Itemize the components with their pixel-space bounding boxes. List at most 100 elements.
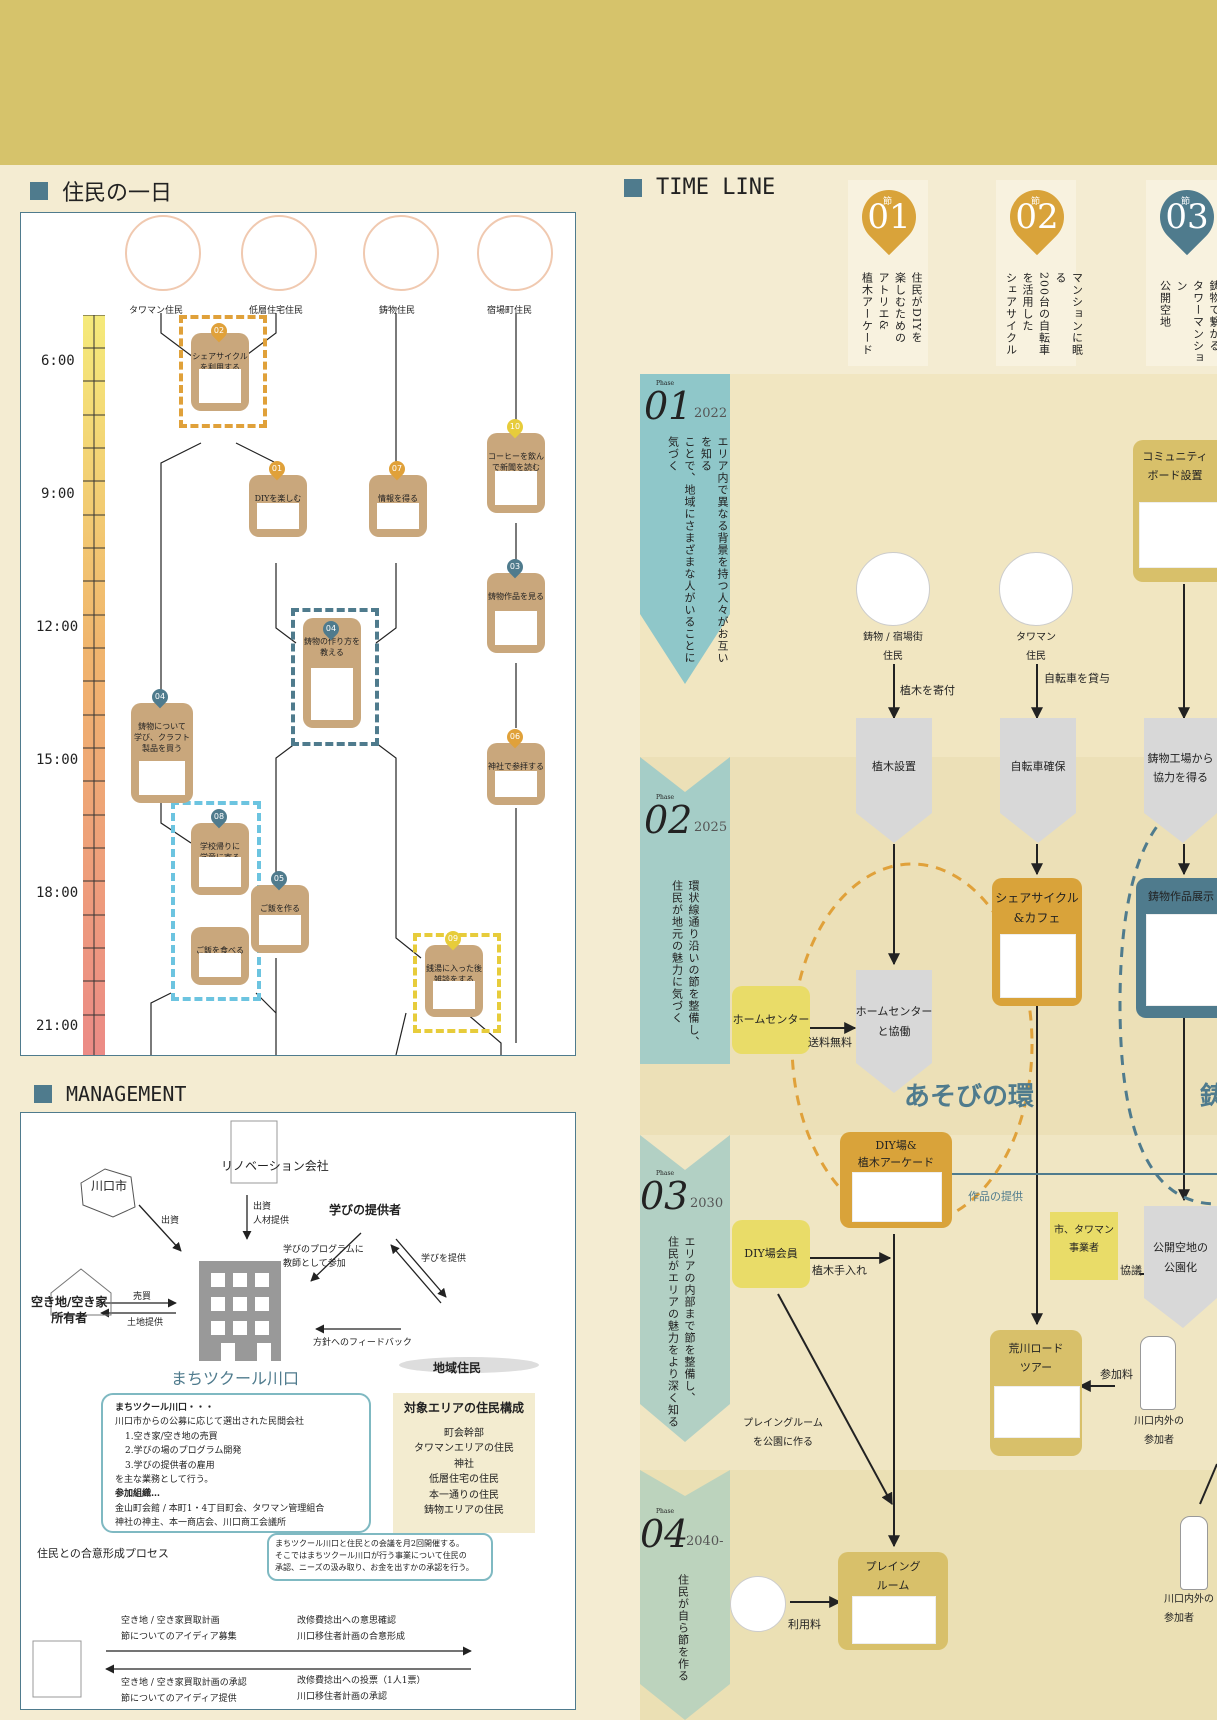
phase-number: 02 <box>644 798 693 842</box>
person-label: 鋳物 / 宿場街 住民 <box>863 632 923 662</box>
phase-row-bg <box>640 757 1217 1135</box>
avatar-tower-resident <box>125 215 201 291</box>
activity-card: 鋳物作品を見る <box>487 573 545 653</box>
gray-chevrons <box>856 718 1217 1328</box>
phase-word: Phase <box>656 794 675 801</box>
community-board-illustration <box>1139 502 1217 568</box>
time-label: 6:00 <box>41 353 75 369</box>
activity-illustration <box>495 471 537 505</box>
org-line: 神社の神主、本一商店会、川口商工会議所 <box>115 1518 287 1529</box>
phase-text: 環状線通り沿いの節を整備し、 住民が地元の魅力に気づく <box>670 880 701 1048</box>
activity-illustration <box>311 668 353 720</box>
org-title: 参加組織… <box>115 1489 161 1500</box>
activity-card: 鋳物について 学び、クラフト 製品を買う <box>131 703 193 803</box>
resident-label: タワマン住民 <box>129 306 184 316</box>
time-label: 18:00 <box>36 885 79 901</box>
management-arrows <box>32 1120 539 1698</box>
owner-label: 空き地/空き家 所有者 <box>31 1295 108 1325</box>
timeline-title: TIME LINE <box>656 175 776 200</box>
avatar-inn-resident <box>477 215 553 291</box>
phase-row-bg <box>640 374 1217 757</box>
process-text: 空き地 / 空き家買取計画 <box>121 1616 220 1626</box>
section-title-management: MANAGEMENT <box>34 1082 186 1106</box>
phase-year: 2030 <box>690 1196 724 1211</box>
community-board-label: コミュニティ ボード設置 <box>1142 450 1208 482</box>
activity-illustration <box>199 953 241 977</box>
participants-label: 川口内外の 参加者 <box>1164 1594 1214 1624</box>
node-text: 住民がDIYを 楽しむための アトリエ& 植木アーケード <box>860 272 924 356</box>
activity-label: DIYを楽しむ <box>254 494 302 503</box>
casting-show-illustration <box>1146 914 1217 1006</box>
org-line: 金山町会館 / 本町1・4丁目町会、タワマン管理組合 <box>115 1503 325 1514</box>
activity-label: 鋳物について 学び、クラフト 製品を買う <box>134 722 190 754</box>
company-description-box: まちツクール川口・・・ 川口市からの公募に応じて選出された民間会社 1.空き家/… <box>101 1393 371 1533</box>
bike-label: 自転車確保 <box>1010 760 1066 773</box>
casting-show-card: 鋳物作品展示 <box>1136 878 1217 1018</box>
activity-label: 銭湯に入った後 雑談をする <box>426 964 482 985</box>
learning-program-label: 学びのプログラムに 教師として参加 <box>283 1245 364 1270</box>
renovation-company-label: リノベーション会社 <box>221 1159 329 1173</box>
activity-pin-icon: 07 <box>385 457 409 481</box>
management-title: MANAGEMENT <box>66 1082 187 1106</box>
learning-provider-label: 学びの提供者 <box>329 1203 402 1217</box>
avatar-resident <box>730 1576 786 1632</box>
node-label: 節 <box>1031 197 1041 207</box>
activity-label: ご飯を食べる <box>196 946 244 955</box>
share-cycle-illustration <box>1000 934 1076 998</box>
node-text: マンションに眠る 200台の自転車 を活用した シェアサイクル <box>1004 272 1084 356</box>
time-label: 9:00 <box>41 486 75 502</box>
metal-title: 鋳 <box>1200 1082 1217 1112</box>
activity-card: 学校帰りに 学童に寄る <box>191 823 249 895</box>
resident-label: 宿場町住民 <box>487 306 533 316</box>
activity-pin-icon: 03 <box>503 555 527 579</box>
activity-illustration <box>377 503 419 529</box>
area-item: 低層住宅の住民 <box>429 1474 499 1486</box>
time-label: 15:00 <box>36 752 79 768</box>
node-text: 鋳物で繋がる タワーマンション 公開空地 <box>1158 280 1217 364</box>
node-pin-icon: 03 <box>1148 178 1217 256</box>
casting-show-label: 鋳物作品展示 <box>1148 890 1214 903</box>
process-text: 川口移住者計画の承認 <box>297 1692 388 1702</box>
activity-label: 神社で参拝する <box>488 762 544 771</box>
consensus-title: 住民との合意形成プロセス <box>37 1547 169 1560</box>
node-pin-icon: 02 <box>998 178 1076 256</box>
area-item: 町会幹部 <box>444 1427 484 1439</box>
playroom-illustration <box>852 1596 936 1644</box>
avatar-lowrise-resident <box>241 215 317 291</box>
desc-line: 2.学びの場のプログラム開発 <box>125 1446 242 1457</box>
activity-illustration <box>199 369 241 403</box>
activity-label: 鋳物の作り方を 教える <box>304 637 360 658</box>
process-text: 改修費捻出への投票（1人1票） <box>297 1676 426 1686</box>
activity-card: 銭湯に入った後 雑談をする <box>425 945 483 1017</box>
learning-provide-label: 学びを提供 <box>421 1254 467 1264</box>
daily-panel: 6:00 9:00 12:00 15:00 18:00 21:00 タワマン住民… <box>20 212 576 1056</box>
activity-card: 情報を得る <box>369 475 427 537</box>
activity-card: ご飯を作る <box>251 885 309 953</box>
activity-illustration <box>433 981 475 1009</box>
participant-figure-icon <box>1140 1336 1176 1410</box>
invest-label: 出資 <box>161 1216 180 1226</box>
city-box: 市、タワマン 事業者 <box>1050 1212 1118 1280</box>
area-composition-box: 対象エリアの住民構成 町会幹部 タワマンエリアの住民 神社 低層住宅の住民 本一… <box>393 1393 535 1533</box>
area-item: 本一通りの住民 <box>429 1489 499 1501</box>
phase-chevrons <box>640 374 730 1720</box>
avatar-casting-inn-resident <box>856 552 930 626</box>
activity-pin-icon: 02 <box>207 319 231 343</box>
consult-label: 協議 <box>1120 1264 1142 1277</box>
resident-label: 鋳物住民 <box>379 306 416 316</box>
timeline-arrows <box>777 584 1217 1608</box>
area-item: 鋳物エリアの住民 <box>424 1505 504 1517</box>
activity-pin-icon: 09 <box>441 927 465 951</box>
activity-pin-icon: 01 <box>265 457 289 481</box>
arakawa-illustration <box>994 1386 1080 1438</box>
arakawa-label: 荒川ロード ツアー <box>1008 1342 1064 1374</box>
header-band <box>0 0 1217 165</box>
area-title: 対象エリアの住民構成 <box>403 1401 524 1415</box>
section-marker-icon <box>34 1085 52 1103</box>
highlight-frame <box>291 608 379 746</box>
highlight-frame <box>179 315 267 428</box>
invest-staff-label: 出資 人材提供 <box>253 1202 290 1226</box>
phase-word: Phase <box>656 1508 675 1515</box>
node-pin-icon: 01 <box>850 178 928 256</box>
factory-label: 鋳物工場から 協力を得る <box>1147 752 1214 784</box>
